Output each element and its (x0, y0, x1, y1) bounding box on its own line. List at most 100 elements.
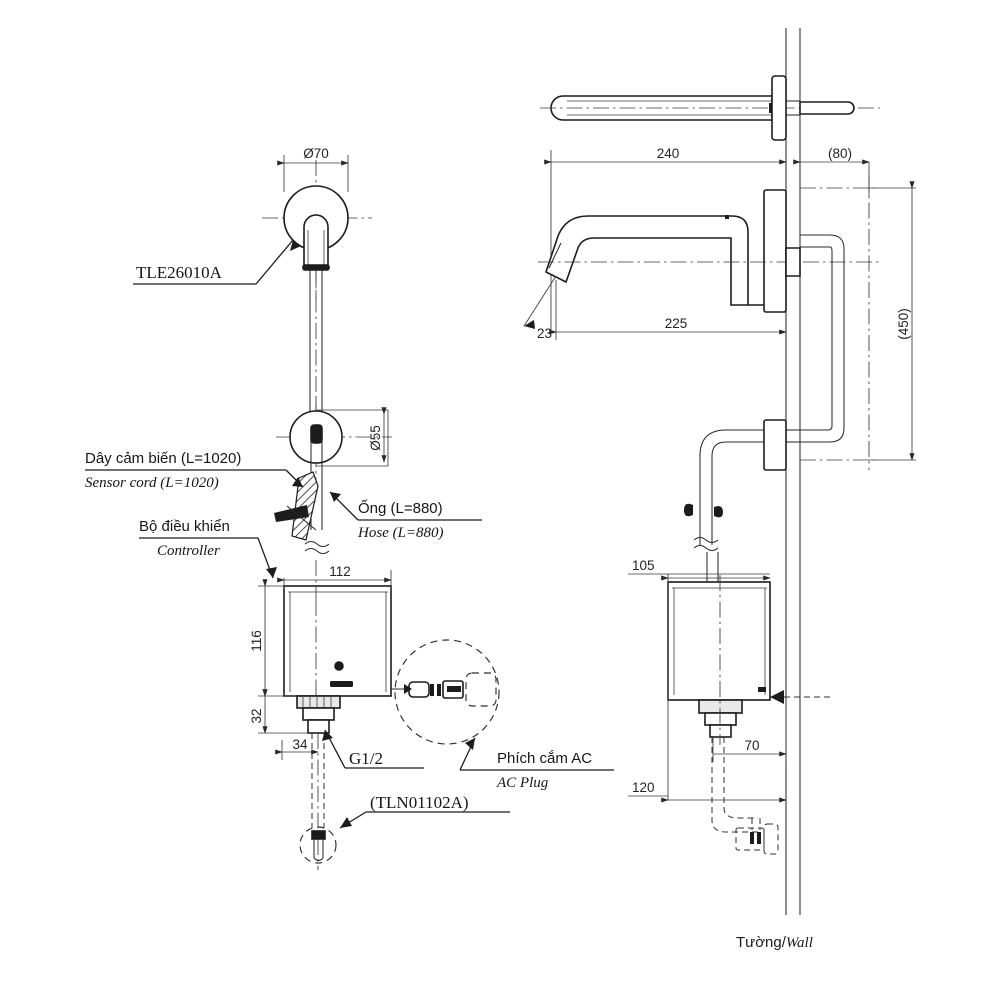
ac-plug-side-pin-a (750, 832, 754, 844)
spout-plan-wall-stub (799, 101, 855, 115)
dimension-120: 120 (628, 582, 787, 803)
dimension-34: 34 (275, 737, 319, 760)
controller-body (283, 585, 392, 697)
label-controller: Bộ điều khiển Controller (139, 518, 277, 579)
cable-clip-left (684, 503, 693, 517)
tln-dashed-circle (299, 826, 337, 864)
dimension-116: 116 (249, 579, 297, 697)
controller-indicator-dot (334, 661, 344, 671)
ac-plug-side-pin-b (757, 832, 761, 844)
label-ac-plug: Phích cắm AC AC Plug (459, 737, 614, 791)
supply-lower-flange (763, 419, 787, 471)
label-hose-vi: Ống (L=880) (358, 499, 443, 517)
dimension-32: 32 (249, 689, 308, 734)
tln-leg-bottom (313, 857, 324, 862)
dimension-70: 70 (712, 700, 787, 762)
callout-tln01102a: (TLN01102A) (299, 793, 510, 864)
controller-side-nut (704, 712, 737, 726)
spout-side-outline (545, 196, 775, 306)
label-sensor-cord-en: Sensor cord (L=1020) (85, 475, 219, 491)
spout-head-assembly (262, 160, 372, 300)
leader-arrow-g12 (322, 730, 333, 741)
label-wall-en: Wall (786, 935, 813, 951)
label-sensor-cord: Dây cảm biến (L=1020) Sensor cord (L=102… (85, 450, 304, 491)
label-hose-en: Hose (L=880) (357, 525, 444, 541)
supply-pipe-bend (684, 234, 845, 582)
dimension-34-text: 34 (292, 737, 308, 752)
ac-plug-detail-circle (394, 639, 500, 745)
dimension-116-text: 116 (249, 630, 264, 652)
dimension-23deg: 23 (523, 275, 557, 341)
side-view-group: 240 (80) 23 (523, 28, 916, 951)
spout-outlet-collar (302, 264, 330, 271)
ac-plug-socket-outline (465, 672, 497, 707)
callout-g12: G1/2 (322, 729, 424, 769)
leader-arrow-ac-plug (465, 738, 475, 750)
ac-plug-detail (391, 639, 500, 745)
dimension-23-text: 23 (537, 326, 552, 341)
ac-plug-cord-grip (408, 681, 430, 698)
leader-arrow-tln (340, 817, 352, 828)
label-wall-group: Tường/Wall (736, 934, 813, 951)
leader-arrow-tle26010a (290, 240, 301, 251)
spout-side-tick (725, 215, 729, 219)
dimension-225: 225 (549, 280, 787, 340)
sensor-cord-branch (274, 505, 309, 522)
spout-plan-view (540, 75, 880, 141)
dimension-112: 112 (277, 564, 392, 590)
leader-arrow-controller (266, 567, 277, 578)
leader-arrow-23deg (524, 320, 535, 329)
supply-break-1 (693, 536, 719, 544)
dimension-dia70: Ø70 (277, 146, 349, 192)
wall-lines (785, 28, 801, 915)
sensor-cord-wire (286, 505, 317, 531)
label-wall: Tường/Wall (736, 934, 813, 951)
dimension-105: 105 (628, 558, 771, 584)
label-controller-vi: Bộ điều khiển (139, 518, 230, 535)
spout-body (303, 214, 329, 267)
cord-exit-arrow (770, 690, 784, 704)
controller-side-shank (709, 724, 732, 738)
dimension-450: (450) (800, 176, 916, 470)
spout-side-elevation (538, 189, 880, 313)
spout-plan-tick (769, 103, 772, 113)
spout-wall-stub (785, 247, 801, 277)
hose-break-line-1 (304, 540, 330, 548)
label-sensor-cord-vi: Dây cảm biến (L=1020) (85, 450, 241, 467)
controller-side-flange (698, 699, 743, 714)
ac-plug-prong-b (437, 684, 441, 696)
label-wall-sep: / (782, 934, 787, 951)
hose-break-line-2 (304, 547, 330, 555)
leader-arrow-sensor-cord (292, 477, 303, 487)
dimension-70-text: 70 (744, 738, 759, 753)
supply-pipe-inner (699, 246, 833, 545)
supply-break-2 (693, 544, 719, 552)
callout-g12-text: G1/2 (349, 749, 383, 768)
dimension-240-text: 240 (657, 146, 680, 161)
ac-plug-side (735, 818, 779, 855)
front-view-group: Ø70 TLE26010A Ø55 (85, 146, 614, 870)
ac-plug-side-socket (763, 823, 779, 855)
controller-box (283, 560, 392, 870)
dimension-80-text: (80) (828, 146, 852, 161)
inlet-nipple (310, 424, 323, 444)
cord-run-b (723, 737, 758, 819)
ac-plug-prong-a (430, 684, 434, 696)
label-controller-en: Controller (157, 543, 220, 559)
leader-23deg (523, 275, 557, 327)
cable-clip-right (714, 506, 723, 518)
sensor-cord-graphic (274, 471, 330, 555)
dimension-240: 240 (544, 146, 787, 330)
dimension-dia55: Ø55 (316, 407, 389, 467)
leader-tle26010a (133, 239, 294, 285)
dimension-dia55-text: Ø55 (368, 425, 383, 451)
callout-tle26010a-text: TLE26010A (136, 263, 223, 282)
tln-fitting (311, 830, 326, 840)
fitting-nut (302, 707, 335, 721)
supply-pipe-outer (711, 234, 845, 545)
dim-box-dia55 (316, 409, 389, 467)
controller-side-port (758, 687, 766, 692)
controller-slot (330, 681, 353, 687)
label-ac-plug-vi: Phích cắm AC (497, 750, 592, 767)
